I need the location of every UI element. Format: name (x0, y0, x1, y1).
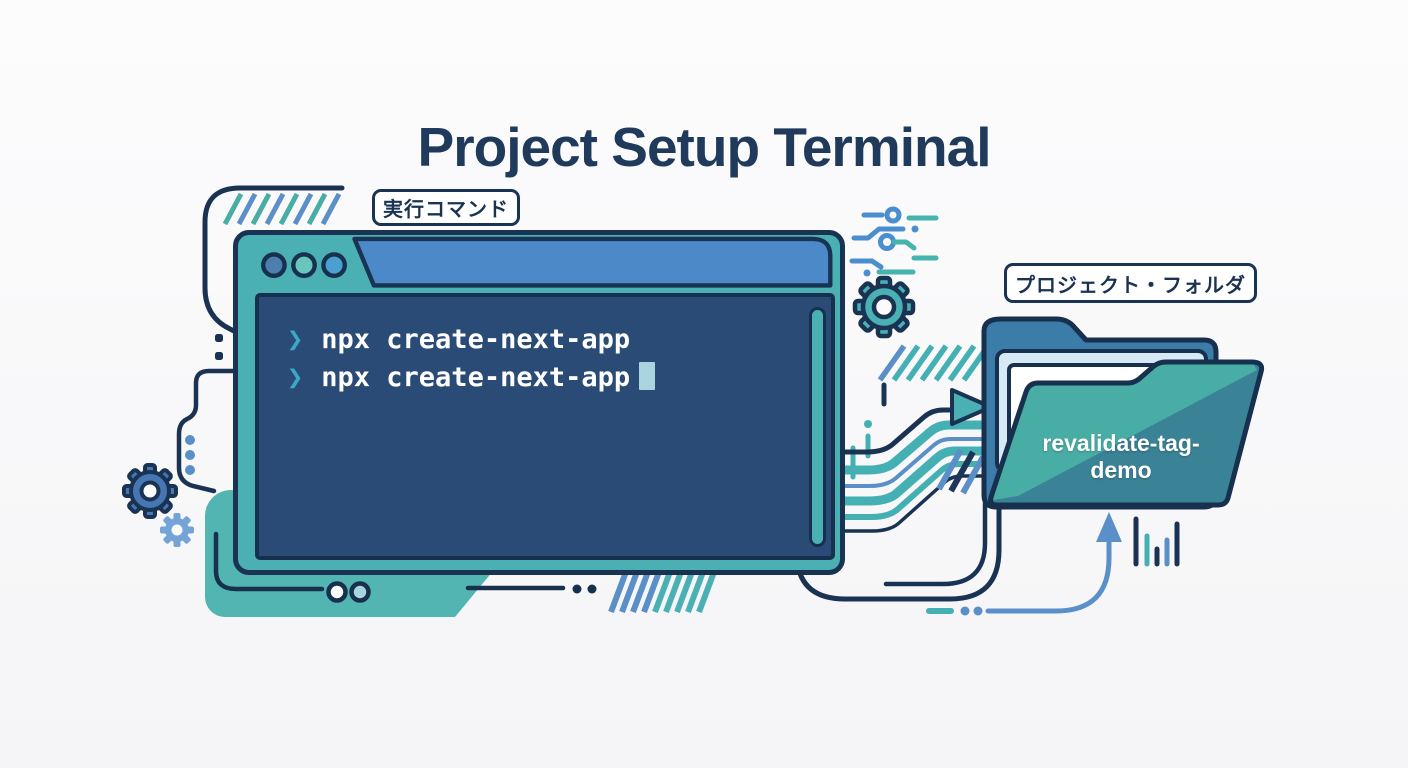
arrow-up-icon (1096, 512, 1122, 542)
folder-callout-label: プロジェクト・フォルダ (1004, 263, 1257, 303)
left-dot-pair (215, 334, 223, 360)
underline-dots (572, 584, 597, 594)
window-button-1 (261, 252, 287, 278)
hatch-patch (936, 448, 986, 495)
terminal-screen: ❯ npx create-next-app ❯ npx create-next-ap… (255, 293, 835, 560)
trace-node-teal (349, 581, 371, 603)
terminal-line-1: ❯ npx create-next-app (287, 321, 831, 358)
folder-flap-light (993, 362, 1257, 500)
gear-icon (852, 275, 916, 339)
terminal-command-1: npx create-next-app (321, 324, 631, 355)
folder-name: revalidate-tag-demo (1042, 430, 1200, 483)
left-bracket-line (176, 368, 236, 494)
window-button-3 (321, 252, 347, 278)
connector-outer-line (794, 500, 1002, 602)
hatch-lines-top-left (222, 192, 342, 226)
prompt-chevron-icon: ❯ (287, 324, 304, 355)
gear-icon-small (160, 513, 194, 547)
trace-node-white (326, 581, 348, 603)
bar-chart-icon (1133, 516, 1180, 567)
arrow-up-line (985, 539, 1112, 614)
page-title: Project Setup Terminal (417, 115, 992, 178)
hatch-lines-mid (877, 344, 991, 382)
backdrop-trace-line (213, 531, 325, 592)
gear-icon (122, 463, 178, 519)
terminal-line-2: ❯ npx create-next-app (287, 358, 831, 396)
dash-dots (960, 606, 983, 616)
terminal-command-2: npx create-next-app (321, 362, 631, 393)
left-dot-column (185, 435, 195, 475)
titlebar-shape (352, 236, 833, 288)
three-circle-window-buttons (261, 252, 347, 278)
window-button-2 (291, 252, 317, 278)
command-callout-label: 実行コマンド (372, 189, 520, 226)
folder-flap-outline (988, 359, 1265, 508)
terminal-scrollbar (809, 307, 826, 547)
outline-box-decor (202, 185, 345, 336)
prompt-chevron-icon: ❯ (287, 362, 304, 393)
terminal-window: ❯ npx create-next-app ❯ npx create-next-ap… (233, 230, 845, 575)
connector-inner-line (883, 500, 988, 587)
terminal-titlebar (261, 236, 833, 288)
circuit-trace-icon (849, 206, 939, 277)
arrow-right-icon (950, 388, 993, 426)
hatch-lines-bottom (608, 570, 717, 614)
terminal-cursor (639, 362, 656, 390)
